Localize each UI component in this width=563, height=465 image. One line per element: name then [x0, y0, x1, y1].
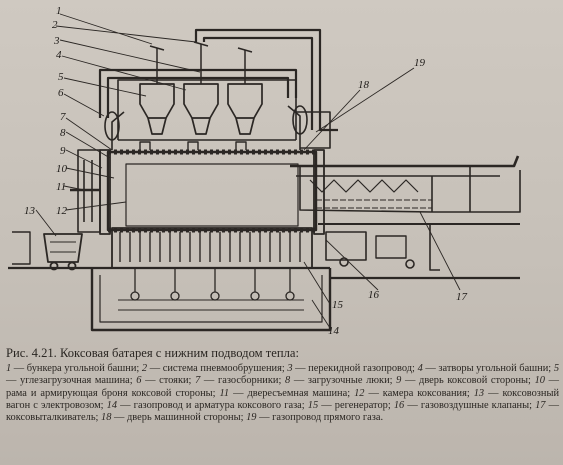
standpipes — [104, 105, 308, 150]
legend-entry: 11 — двересъемная машина; — [219, 388, 354, 399]
legend-number: 19 — [246, 412, 257, 424]
callout-13: 13 — [24, 205, 36, 217]
legend-text: — дверь машинной стороны; — [111, 412, 247, 424]
legend-text: — дверь коксовой стороны; — [401, 375, 535, 387]
legend-number: 17 — [535, 399, 546, 411]
crossover-gas-pipe — [98, 28, 338, 132]
legend-text: — газосборники; — [200, 375, 285, 387]
legend-entry: 15 — регенератор; — [308, 400, 394, 411]
legend-entry: 12 — камера коксования; — [354, 388, 474, 399]
legend-text: — коксовыталкиватель; — [6, 399, 559, 424]
legend-text: — газопровод и арматура коксового газа; — [117, 399, 308, 411]
callout-14: 14 — [328, 325, 340, 337]
callout-8: 8 — [60, 127, 66, 139]
callout-5: 5 — [58, 71, 64, 83]
legend-entry: 2 — система пневмообрушения; — [142, 363, 287, 374]
pusher-machine — [290, 155, 521, 271]
legend-number: 16 — [393, 399, 405, 411]
raw-gas-main — [296, 111, 331, 149]
regenerator — [111, 227, 313, 269]
legend-number: 1 — [6, 363, 12, 374]
legend-text: — двересъемная машина; — [229, 387, 355, 399]
legend-entry: 6 — стояки; — [136, 375, 195, 386]
ground-line — [8, 266, 520, 280]
legend-entry: 16 — газовоздушные клапаны; — [394, 400, 535, 411]
gas-air-valves — [130, 268, 295, 301]
door-extractor — [70, 149, 101, 233]
callout-4: 4 — [56, 49, 62, 61]
callout-9: 9 — [60, 145, 66, 157]
callout-1: 1 — [56, 5, 62, 17]
legend-text: — газопровод прямого газа. — [256, 412, 384, 424]
coking-chamber — [125, 163, 299, 227]
callout-15: 15 — [332, 299, 344, 311]
callout-3: 3 — [53, 35, 60, 47]
legend-text: — газовоздушные клапаны; — [404, 399, 536, 411]
legend-number: 15 — [307, 399, 319, 411]
legend-number: 8 — [285, 375, 291, 387]
coke-battery-figure: 1 2 3 4 5 6 7 8 9 10 11 12 13 14 15 16 1… — [8, 5, 521, 337]
caption-title: Рис. 4.21. Коксовая батарея с нижним под… — [6, 346, 299, 360]
legend-number: 18 — [101, 412, 112, 424]
legend-number: 14 — [106, 399, 118, 411]
legend-text: — камера коксования; — [364, 387, 474, 399]
coke-car — [12, 231, 83, 271]
legend-text: — регенератор; — [318, 399, 394, 411]
legend-text: — стояки; — [141, 375, 196, 387]
legend-number: 11 — [219, 387, 230, 399]
legend-number: 3 — [287, 363, 293, 374]
legend-text: — перекидной газопровод; — [292, 363, 418, 374]
legend-text: — система пневмообрушения; — [147, 363, 288, 374]
legend-number: 13 — [473, 387, 485, 399]
coal-bunkers — [139, 83, 263, 135]
legend-entry: 7 — газосборники; — [195, 375, 285, 386]
machine-side-door — [313, 149, 325, 235]
callout-17: 17 — [456, 291, 468, 303]
legend-entry: 3 — перекидной газопровод; — [287, 363, 417, 374]
legend-entry: 10 — рама и армирующая броня коксовой ст… — [6, 375, 559, 398]
legend-entry: 5 — углезагрузочная машина; — [6, 363, 559, 386]
legend-text: — рама и армирующая броня коксовой сторо… — [6, 375, 559, 399]
callout-10: 10 — [56, 163, 68, 175]
legend-number: 12 — [354, 387, 365, 399]
legend-text: — загрузочные люки; — [290, 375, 397, 387]
legend-number: 9 — [396, 375, 402, 387]
legend-entry: 9 — дверь коксовой стороны; — [396, 375, 534, 386]
legend-entry: 8 — загрузочные люки; — [285, 375, 396, 386]
legend-number: 5 — [553, 363, 560, 374]
callout-7: 7 — [60, 111, 66, 123]
legend-text: — коксовозный вагон с электровозом; — [6, 387, 560, 411]
legend-number: 6 — [136, 375, 142, 387]
legend-entry: 19 — газопровод прямого газа. — [246, 412, 383, 423]
legend-entry: 4 — затворы угольной башни; — [418, 363, 554, 374]
legend-text: — углезагрузочная машина; — [6, 375, 137, 387]
legend-entry: 14 — газопровод и арматура коксового газ… — [107, 400, 308, 411]
legend-entry: 13 — коксовозный вагон с электровозом; — [6, 388, 559, 411]
callout-18: 18 — [358, 79, 370, 91]
callout-2: 2 — [52, 19, 58, 31]
legend-entry: 18 — дверь машинной стороны; — [101, 412, 246, 423]
legend-text: — бункера угольной башни; — [11, 363, 142, 374]
callout-12: 12 — [56, 205, 68, 217]
legend-text: — затворы угольной башни; — [422, 363, 554, 374]
figure-caption: Рис. 4.21. Коксовая батарея с нижним под… — [6, 346, 559, 424]
legend-number: 2 — [141, 363, 148, 374]
legend-number: 4 — [417, 363, 423, 374]
legend-number: 7 — [195, 375, 201, 387]
legend-entry: 17 — коксовыталкиватель; — [6, 400, 559, 423]
callout-19: 19 — [414, 57, 426, 69]
legend-entry: 1 — бункера угольной башни; — [6, 363, 142, 374]
legend-number: 10 — [534, 375, 545, 387]
foundation — [90, 268, 332, 332]
callout-11: 11 — [56, 181, 66, 193]
charging-holes — [139, 141, 247, 150]
callout-16: 16 — [368, 289, 380, 301]
callout-6: 6 — [58, 87, 64, 99]
caption-legend: 1 — бункера угольной башни; 2 — система … — [6, 363, 559, 424]
charging-car — [117, 79, 297, 141]
